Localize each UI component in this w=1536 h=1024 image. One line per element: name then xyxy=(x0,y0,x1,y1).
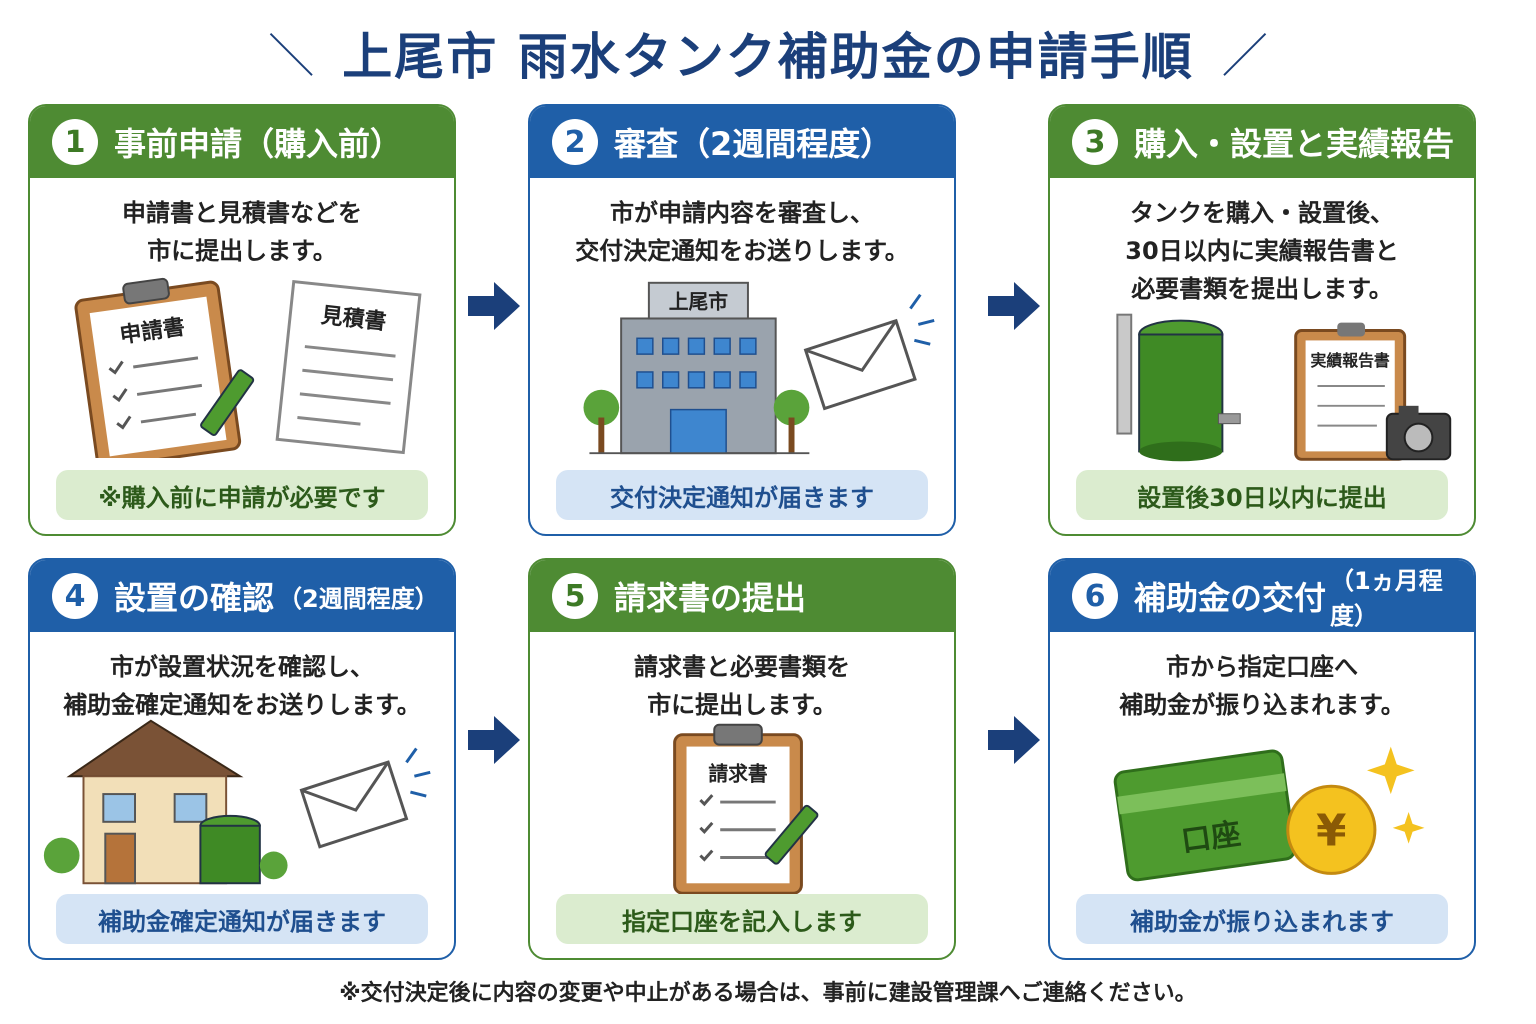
clipboard-icon: 請求書 xyxy=(673,723,803,895)
application-illustration: 申請書 見積書 xyxy=(74,277,422,458)
step-note: 補助金確定通知が届きます xyxy=(56,894,428,944)
step-card-6: 6 補助金の交付 （1ヵ月程度） 市から指定口座へ 補助金が振り込まれます。 口… xyxy=(1048,558,1476,960)
step-card-5: 5 請求書の提出 請求書と必要書類を 市に提出します。 請求書 指定口座を記入し… xyxy=(528,558,956,960)
step-heading: 補助金の交付 xyxy=(1134,579,1327,617)
step-note: 交付決定通知が届きます xyxy=(556,470,928,520)
step-header: 4 設置の確認 （2週間程度） xyxy=(30,560,454,632)
title-deco-left: ＼ xyxy=(268,29,315,83)
step-number: 5 xyxy=(552,573,598,619)
step-card-2: 2 審査（2週間程度） 市が申請内容を審査し、 交付決定通知をお送りします。 上… xyxy=(528,104,956,536)
sparkle-icon xyxy=(1367,746,1425,844)
step-number: 6 xyxy=(1072,573,1118,619)
rain-tank-icon xyxy=(199,814,288,885)
step-heading: 設置の確認 xyxy=(114,579,275,617)
step-header: 3 購入・設置と実績報告 xyxy=(1050,106,1474,178)
yen-coin-icon: ¥ xyxy=(1286,784,1377,875)
step-note: 設置後30日以内に提出 xyxy=(1076,470,1448,520)
footer-note: ※交付決定後に内容の変更や中止がある場合は、事前に建設管理課へご連絡ください。 xyxy=(339,981,1197,1006)
step-heading: 事前申請（購入前） xyxy=(114,125,403,163)
step-card-4: 4 設置の確認 （2週間程度） 市が設置状況を確認し、 補助金確定通知をお送りし… xyxy=(28,558,456,960)
camera-icon xyxy=(1385,405,1452,461)
step-number: 1 xyxy=(52,119,98,165)
clipboard-icon: 実績報告書 xyxy=(1294,322,1407,461)
building-label: 上尾市 xyxy=(669,291,729,314)
step-number: 3 xyxy=(1072,119,1118,165)
pencil-icon xyxy=(764,804,819,865)
invoice-label: 請求書 xyxy=(708,762,768,785)
title-deco-right: ／ xyxy=(1221,29,1268,83)
step-description: 申請書と見積書などを 市に提出します。 xyxy=(122,199,362,265)
step-note: 指定口座を記入します xyxy=(556,894,928,944)
document-icon: 見積書 xyxy=(275,280,422,455)
step-number: 2 xyxy=(552,119,598,165)
city-hall-icon: 上尾市 xyxy=(583,281,810,455)
arrow-right-icon xyxy=(988,282,1040,330)
step-description: タンクを購入・設置後、 30日以内に実績報告書と 必要書類を提出します。 xyxy=(1125,199,1399,303)
step-heading: 購入・設置と実績報告 xyxy=(1134,125,1455,163)
step-note: 補助金が振り込まれます xyxy=(1076,894,1448,944)
report-label: 実績報告書 xyxy=(1311,351,1390,370)
step-header: 2 審査（2週間程度） xyxy=(530,106,954,178)
step-note: ※購入前に申請が必要です xyxy=(56,470,428,520)
title-bar: ＼ 上尾市 雨水タンク補助金の申請手順 ／ xyxy=(0,18,1536,88)
step-description: 市が設置状況を確認し、 補助金確定通知をお送りします。 xyxy=(63,653,421,719)
step-heading-sub: （1ヵ月程度） xyxy=(1330,567,1443,630)
arrow-right-icon xyxy=(468,282,520,330)
step-description: 市が申請内容を審査し、 交付決定通知をお送りします。 xyxy=(575,199,909,265)
step-card-1: 1 事前申請（購入前） 申請書と見積書などを 市に提出します。 申請書 見積書 … xyxy=(28,104,456,536)
account-label: 口座 xyxy=(1179,817,1243,860)
arrow-right-icon xyxy=(988,716,1040,764)
step-description: 市から指定口座へ 補助金が振り込まれます。 xyxy=(1119,653,1405,719)
payment-illustration: 口座 ¥ xyxy=(1113,746,1425,882)
envelope-icon xyxy=(803,318,917,411)
inspection-illustration xyxy=(43,719,431,885)
step-card-3: 3 購入・設置と実績報告 タンクを購入・設置後、 30日以内に実績報告書と 必要… xyxy=(1048,104,1476,536)
step-heading: 請求書の提出 xyxy=(614,579,807,617)
step-number: 4 xyxy=(52,573,98,619)
arrow-right-icon xyxy=(468,716,520,764)
step-header: 1 事前申請（購入前） xyxy=(30,106,454,178)
envelope-icon xyxy=(299,760,409,849)
review-illustration: 上尾市 xyxy=(583,281,935,455)
pencil-icon xyxy=(200,369,255,436)
bank-card-icon: 口座 xyxy=(1113,749,1297,882)
page-title: 上尾市 雨水タンク補助金の申請手順 xyxy=(342,28,1194,86)
step-heading-sub: （2週間程度） xyxy=(278,584,439,613)
step-header: 6 補助金の交付 （1ヵ月程度） xyxy=(1050,560,1474,632)
clipboard-icon: 申請書 xyxy=(74,277,242,458)
step-description: 請求書と必要書類を 市に提出します。 xyxy=(634,653,850,719)
step-heading: 審査（2週間程度） xyxy=(614,125,893,163)
step-header: 5 請求書の提出 xyxy=(530,560,954,632)
invoice-illustration: 請求書 xyxy=(673,723,819,895)
report-illustration: 実績報告書 xyxy=(1116,313,1452,462)
rain-tank-icon xyxy=(1116,313,1241,462)
yen-symbol: ¥ xyxy=(1316,807,1346,857)
